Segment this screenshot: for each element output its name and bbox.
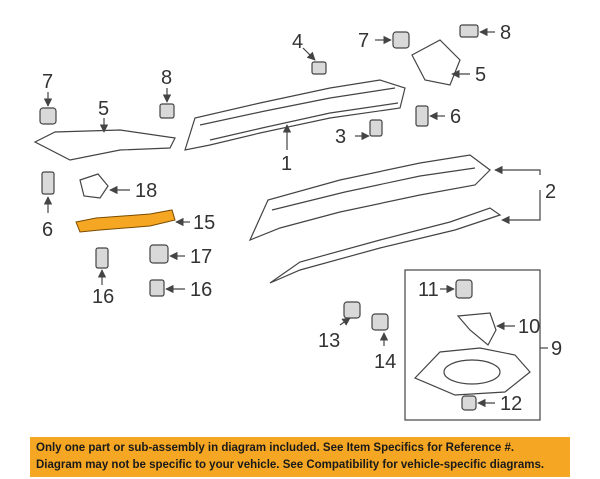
callout-8b: 8 bbox=[500, 22, 511, 44]
nut-7-top-part bbox=[392, 31, 410, 49]
bolt-16-right-part bbox=[149, 279, 165, 297]
leader-4 bbox=[302, 47, 316, 61]
bolt-6-left-part bbox=[41, 171, 55, 195]
nut-12-part bbox=[461, 395, 477, 411]
clip-8-top-part bbox=[459, 24, 479, 38]
callout-8a: 8 bbox=[161, 67, 172, 89]
bolt-6-right-part bbox=[415, 105, 429, 127]
callout-13: 13 bbox=[318, 330, 340, 352]
callout-4: 4 bbox=[292, 31, 303, 53]
bolt-16-left-part bbox=[95, 247, 109, 269]
callout-10: 10 bbox=[518, 316, 540, 338]
callout-12: 12 bbox=[500, 393, 522, 415]
bolt-11-part bbox=[455, 279, 473, 299]
callout-7a: 7 bbox=[42, 71, 53, 93]
bumper-cover-part bbox=[184, 79, 406, 151]
leader-2b bbox=[501, 190, 541, 225]
nut-7-left-part bbox=[39, 107, 57, 125]
callout-1: 1 bbox=[281, 153, 292, 175]
disclaimer-banner: Only one part or sub-assembly in diagram… bbox=[30, 437, 570, 477]
retainer-17-part bbox=[149, 244, 169, 264]
callout-15: 15 bbox=[193, 212, 215, 234]
fog-lamp-assembly-box bbox=[404, 269, 541, 421]
part-15-shape bbox=[75, 209, 176, 233]
callout-18: 18 bbox=[135, 180, 157, 202]
callout-9: 9 bbox=[551, 338, 562, 360]
leader-13 bbox=[339, 317, 351, 326]
clip-8-left-part bbox=[159, 103, 175, 119]
callout-2: 2 bbox=[545, 181, 556, 203]
callout-3: 3 bbox=[335, 126, 346, 148]
disclaimer-line-1: Only one part or sub-assembly in diagram… bbox=[36, 442, 515, 454]
bracket-5-left-part bbox=[33, 129, 176, 161]
parts-diagram: 1 2 3 4 5 5 6 6 7 bbox=[33, 22, 562, 421]
callout-6a: 6 bbox=[42, 219, 53, 241]
clip-3-part bbox=[369, 119, 383, 137]
disclaimer-line-2: Diagram may not be specific to your vehi… bbox=[36, 459, 545, 471]
fog-lamp-housing-part bbox=[413, 347, 531, 396]
leader-2a bbox=[494, 165, 541, 175]
retainer-4-part bbox=[311, 61, 327, 75]
callout-17: 17 bbox=[190, 246, 212, 268]
clip-14-part bbox=[371, 313, 389, 331]
bracket-18-part bbox=[79, 173, 109, 199]
lower-garnish-part bbox=[248, 154, 502, 284]
callout-14: 14 bbox=[374, 351, 396, 373]
callout-7b: 7 bbox=[358, 30, 369, 52]
callout-5a: 5 bbox=[98, 98, 109, 120]
callout-11: 11 bbox=[418, 279, 439, 301]
bracket-5-right-part bbox=[411, 39, 461, 86]
bracket-10-part bbox=[456, 312, 497, 346]
clip-13-part bbox=[343, 301, 361, 319]
callout-16a: 16 bbox=[92, 286, 114, 308]
callout-6b: 6 bbox=[450, 106, 461, 128]
callout-5b: 5 bbox=[475, 64, 486, 86]
callout-16b: 16 bbox=[190, 279, 212, 301]
highlighted-part-15 bbox=[75, 209, 176, 233]
